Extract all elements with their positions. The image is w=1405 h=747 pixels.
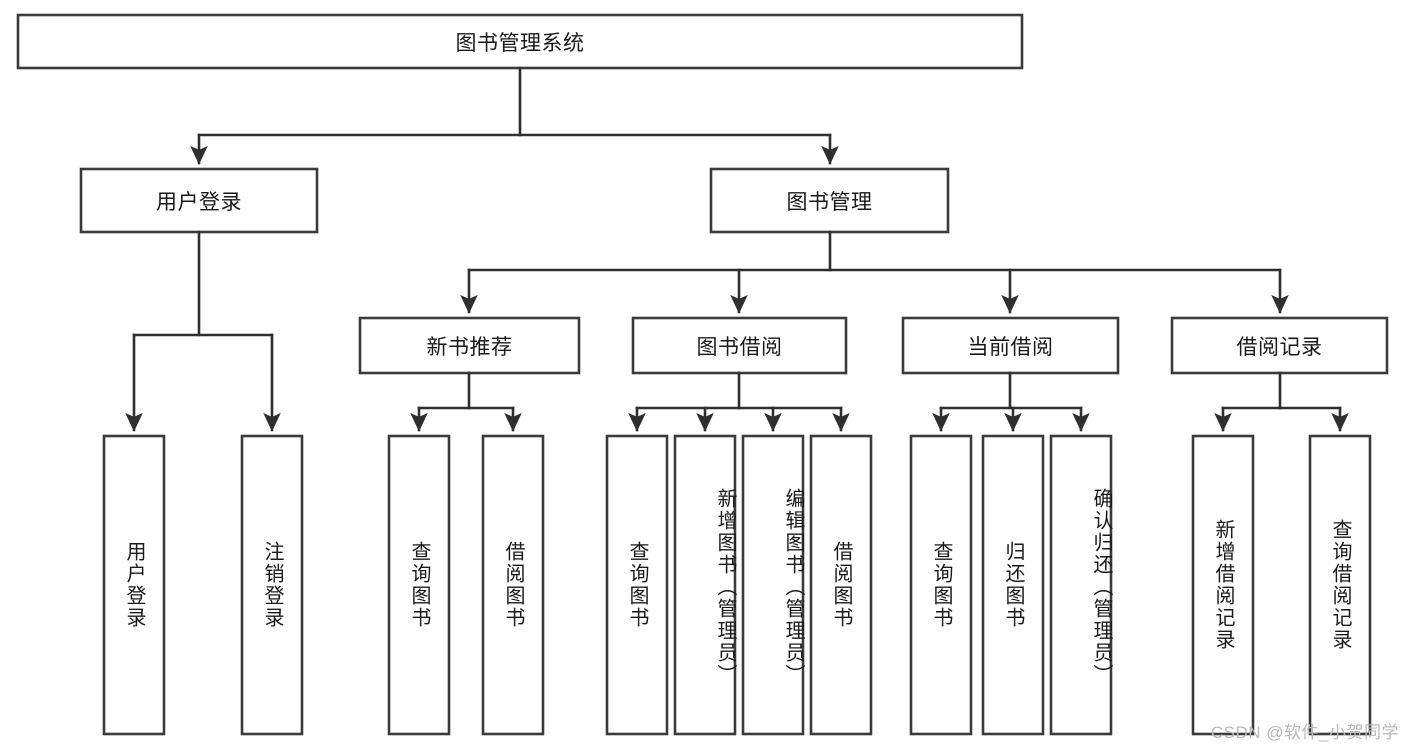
leaf-box-edit-book-admin[interactable] [741,434,805,736]
node-box-current-borrow[interactable] [901,316,1120,375]
leaf-box-borrow-book-nbr[interactable] [481,434,545,736]
leaf-box-user-login[interactable] [102,434,166,736]
leaf-box-add-book-admin[interactable] [673,434,737,736]
watermark-text: CSDN @软件_小贺同学 [1210,723,1399,742]
node-box-user-login[interactable] [79,167,319,234]
node-box-book-borrow[interactable] [631,316,848,375]
leaf-box-query-book-bb[interactable] [605,434,669,736]
node-box-root[interactable] [16,13,1024,70]
node-box-borrow-records[interactable] [1170,316,1389,375]
leaf-box-query-book-cb[interactable] [909,434,973,736]
node-box-new-book-recommend[interactable] [358,316,581,375]
leaf-box-logout[interactable] [240,434,304,736]
node-box-book-management[interactable] [709,167,950,234]
leaf-box-query-borrow-record[interactable] [1308,434,1372,736]
leaf-box-confirm-return-admin[interactable] [1049,434,1113,736]
leaf-box-borrow-book-bb[interactable] [809,434,873,736]
leaf-box-return-book[interactable] [981,434,1045,736]
leaf-box-add-borrow-record[interactable] [1191,434,1255,736]
leaf-box-query-book-nbr[interactable] [387,434,451,736]
